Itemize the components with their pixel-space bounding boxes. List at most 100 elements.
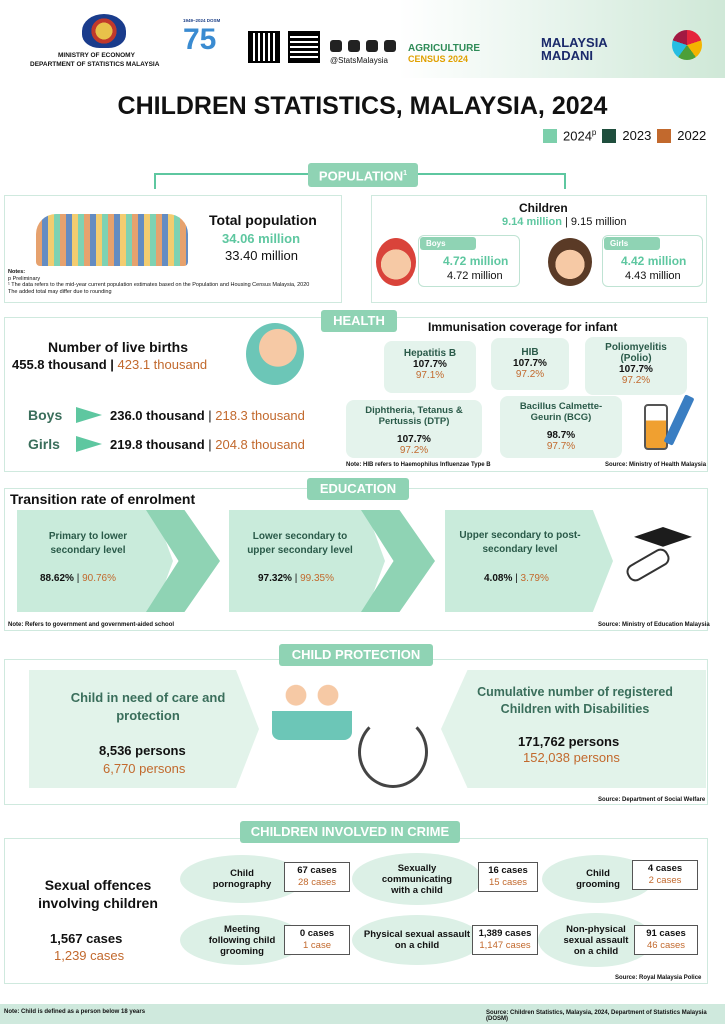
- crime-total-2022: 1,239 cases: [54, 948, 125, 963]
- legend: 2024p 2023 2022: [543, 128, 706, 143]
- legend-swatch-2023: [602, 128, 617, 143]
- footer-note: Note: Child is defined as a person below…: [4, 1009, 146, 1015]
- vaccine-vial-icon: [644, 404, 668, 450]
- protection-pill: CHILD PROTECTION: [279, 644, 433, 666]
- total-population-2023: 33.40 million: [225, 248, 298, 263]
- coat-of-arms-icon: [82, 14, 126, 48]
- stage-label: Lower secondary to upper secondary level: [247, 531, 353, 556]
- crime-item: Physical sexual assault on a child: [352, 915, 482, 965]
- care-2022: 6,770 persons: [103, 761, 186, 776]
- qr-code-icon[interactable]: [288, 31, 320, 63]
- total-population-2024: 34.06 million: [222, 231, 301, 246]
- vaccine-card: HIB 107.7% 97.2%: [491, 338, 569, 390]
- boys-arrow-icon: [76, 407, 102, 423]
- youtube-icon[interactable]: [384, 40, 396, 52]
- girls-box: [602, 235, 703, 287]
- births-girls-values: 219.8 thousand | 204.8 thousand: [110, 437, 305, 452]
- girls-arrow-icon: [76, 436, 102, 452]
- education-source: Source: Ministry of Education Malaysia: [598, 622, 710, 628]
- boys-2023: 4.72 million: [447, 270, 503, 282]
- health-note: Note: HIB refers to Haemophilus Influenz…: [346, 462, 491, 468]
- care-label: Child in need of care and protection: [70, 690, 226, 723]
- crime-item: Meeting following child grooming: [180, 915, 304, 965]
- stage-label: Upper secondary to post-secondary level: [459, 530, 581, 555]
- education-chevron-1: [17, 510, 173, 612]
- girls-2023: 4.43 million: [625, 270, 681, 282]
- girls-2024: 4.42 million: [621, 254, 687, 268]
- x-icon[interactable]: [366, 40, 378, 52]
- stage-label: Primary to lower secondary level: [48, 531, 128, 556]
- dosm-75-logo: 1949–2024 DOSM 75: [183, 18, 221, 56]
- total-population-label: Total population: [209, 212, 317, 228]
- education-chevron-3: [229, 510, 385, 612]
- stage-values: 88.62% | 90.76%: [40, 573, 116, 584]
- boys-2024: 4.72 million: [443, 254, 509, 268]
- stage-values: 97.32% | 99.35%: [258, 573, 334, 584]
- health-pill: HEALTH: [321, 310, 397, 332]
- disabilities-box: [441, 670, 706, 788]
- disabilities-label: Cumulative number of registered Children…: [477, 685, 673, 716]
- population-pill: POPULATION1: [308, 163, 418, 188]
- girls-label: Girls: [604, 237, 660, 250]
- page-title: CHILDREN STATISTICS, MALAYSIA, 2024: [117, 92, 608, 120]
- graduation-cap-icon: [634, 527, 692, 547]
- births-boys-values: 236.0 thousand | 218.3 thousand: [110, 408, 305, 423]
- boy-illustration: [376, 238, 416, 286]
- vaccine-card: Poliomyelitis (Polio) 107.7% 97.2%: [585, 337, 687, 395]
- agriculture-census-logo: AGRICULTURE CENSUS 2024: [408, 43, 481, 65]
- children-label: Children: [519, 201, 568, 215]
- vaccine-card: Hepatitis B 107.7% 97.1%: [384, 341, 476, 393]
- children-shield-icon: [272, 676, 352, 740]
- social-handle: @StatsMalaysia: [330, 56, 388, 65]
- legend-swatch-2022: [657, 128, 672, 143]
- population-notes: Notes: p Preliminary ¹ The data refers t…: [8, 269, 310, 295]
- boys-box: [418, 235, 520, 287]
- education-chevron-5: [445, 510, 613, 612]
- stage-values: 4.08% | 3.79%: [484, 573, 549, 584]
- children-values: 9.14 million | 9.15 million: [502, 216, 627, 228]
- vaccine-card: Diphtheria, Tetanus & Pertussis (DTP) 10…: [346, 400, 482, 458]
- crime-pill: CHILDREN INVOLVED IN CRIME: [240, 821, 460, 843]
- births-girls-label: Girls: [28, 436, 60, 452]
- crime-item: Child pornography: [180, 855, 304, 903]
- education-title: Transition rate of enrolment: [10, 491, 196, 507]
- live-births-label: Number of live births: [48, 339, 189, 355]
- care-box: [29, 670, 259, 788]
- legend-label-2024: 2024p: [563, 128, 597, 144]
- madani-logo: MALAYSIA MADANI: [541, 35, 608, 63]
- crime-item: Sexually communicating with a child: [352, 853, 482, 905]
- sdg-wheel-icon: [672, 30, 702, 60]
- education-note: Note: Refers to government and governmen…: [8, 622, 175, 628]
- education-pill: EDUCATION: [307, 478, 409, 500]
- boys-label: Boys: [420, 237, 476, 250]
- facebook-icon[interactable]: [348, 40, 360, 52]
- department-name: DEPARTMENT OF STATISTICS MALAYSIA: [30, 61, 160, 68]
- wheelchair-icon: [358, 716, 428, 788]
- disabilities-2024: 171,762 persons: [518, 734, 620, 749]
- crowd-illustration: [36, 214, 188, 266]
- births-boys-label: Boys: [28, 407, 63, 423]
- immunisation-title: Immunisation coverage for infant: [428, 320, 618, 334]
- care-2024: 8,536 persons: [99, 743, 186, 758]
- disabilities-2022: 152,038 persons: [523, 750, 620, 765]
- crime-source: Source: Royal Malaysia Police: [615, 975, 702, 981]
- qr-code-icon[interactable]: [248, 31, 280, 63]
- legend-label-2023: 2023: [622, 128, 652, 144]
- live-births-values: 455.8 thousand | 423.1 thousand: [12, 357, 208, 372]
- ministry-name: MINISTRY OF ECONOMY: [58, 52, 135, 59]
- girl-illustration: [548, 238, 592, 286]
- crime-title: Sexual offences involving children: [38, 877, 158, 911]
- legend-swatch-2024: [543, 128, 557, 143]
- footer-source: Source: Children Statistics, Malaysia, 2…: [486, 1010, 707, 1022]
- footer-bar: [0, 1004, 725, 1024]
- crime-total-2024: 1,567 cases: [50, 931, 123, 946]
- protection-source: Source: Department of Social Welfare: [598, 797, 706, 803]
- baby-illustration: [246, 323, 304, 385]
- instagram-icon[interactable]: [330, 40, 342, 52]
- health-source: Source: Ministry of Health Malaysia: [605, 462, 707, 468]
